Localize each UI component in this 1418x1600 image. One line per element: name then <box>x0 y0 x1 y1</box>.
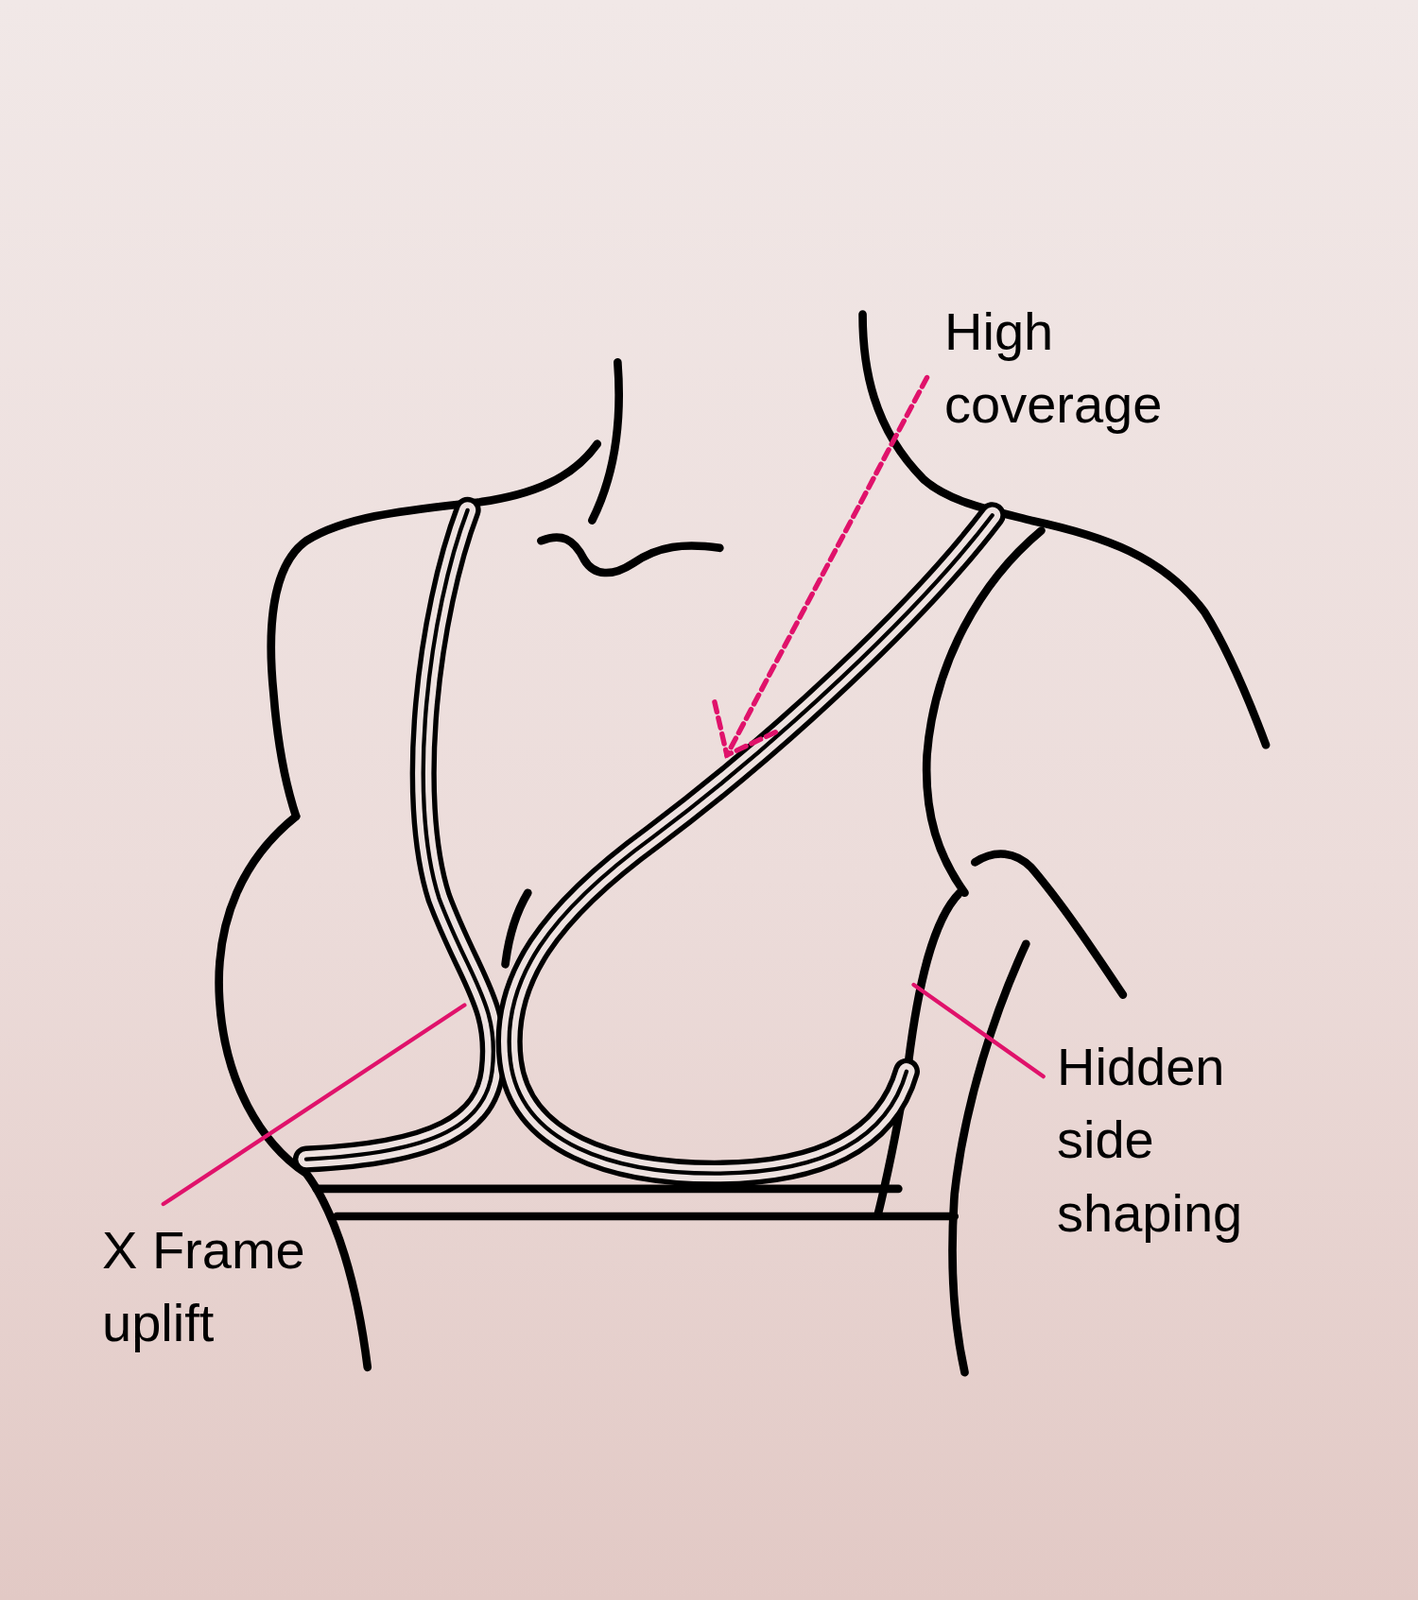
callout-label: Hidden side shaping <box>1056 1030 1275 1250</box>
callout-label: High coverage <box>944 294 1191 442</box>
callout-label: X Frame uplift <box>102 1213 329 1361</box>
